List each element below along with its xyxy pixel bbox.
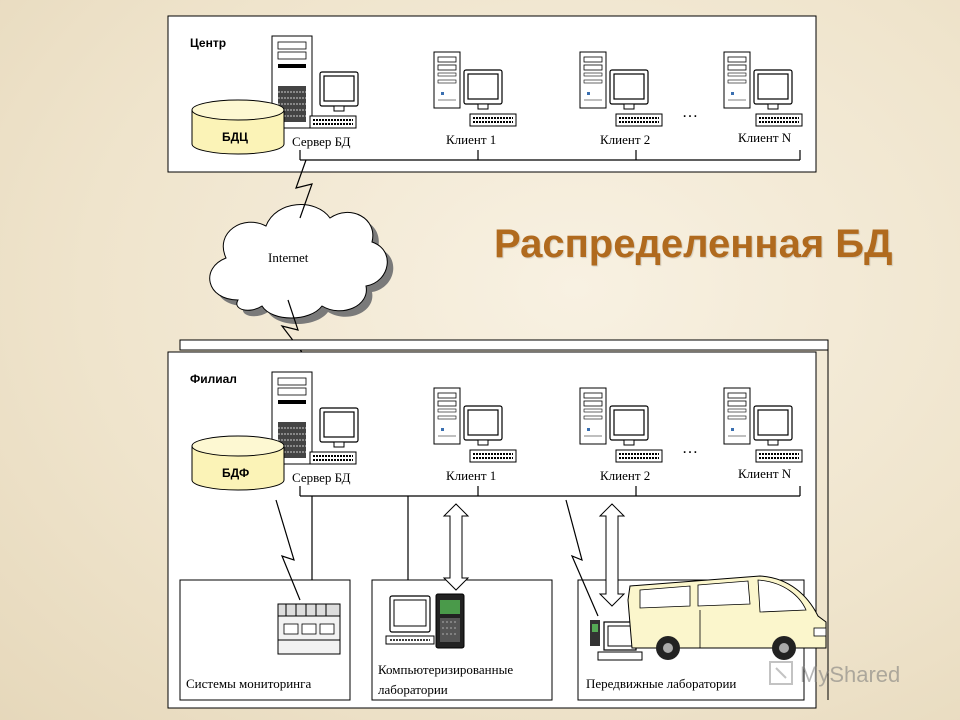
labs-data-arrow bbox=[442, 503, 470, 591]
monitoring-device-icon bbox=[277, 603, 341, 655]
branch-panel-shadow bbox=[179, 339, 829, 351]
van-icon bbox=[627, 575, 827, 660]
center-label: Центр bbox=[190, 36, 227, 50]
mobile-labs-label: Передвижные лаборатории bbox=[586, 676, 737, 691]
link-branch-monitoring bbox=[275, 499, 301, 601]
branch-label: Филиал bbox=[190, 372, 237, 386]
lab-computer-icon bbox=[385, 593, 465, 649]
center-client-n-label: Клиент N bbox=[738, 130, 792, 145]
link-branch-mobile bbox=[565, 499, 599, 617]
center-db-icon bbox=[191, 99, 285, 155]
branch-ellipsis: … bbox=[682, 440, 698, 457]
branch-db-label: БДФ bbox=[222, 466, 250, 480]
labs-label-line2: лаборатории bbox=[378, 682, 448, 697]
center-network-bus bbox=[299, 150, 801, 161]
watermark-logo-icon bbox=[769, 661, 793, 685]
monitoring-label: Системы мониторинга bbox=[186, 676, 312, 691]
center-client-1-label: Клиент 1 bbox=[446, 132, 497, 147]
watermark: MyShared bbox=[800, 662, 901, 687]
internet-cloud bbox=[209, 204, 394, 324]
internet-label: Internet bbox=[268, 250, 309, 265]
branch-client-2-label: Клиент 2 bbox=[600, 468, 651, 483]
center-ellipsis: … bbox=[682, 104, 698, 121]
link-center-internet bbox=[295, 159, 313, 219]
center-server-label: Сервер БД bbox=[292, 134, 351, 149]
branch-client-n-label: Клиент N bbox=[738, 466, 792, 481]
center-db-label: БДЦ bbox=[222, 130, 248, 144]
branch-network-bus bbox=[299, 486, 801, 596]
center-client-2-label: Клиент 2 bbox=[600, 132, 651, 147]
page-title: Распределенная БД bbox=[494, 222, 893, 266]
branch-server-label: Сервер БД bbox=[292, 470, 351, 485]
labs-label-line1: Компьютеризированные bbox=[378, 662, 514, 677]
branch-client-1-label: Клиент 1 bbox=[446, 468, 497, 483]
mobile-data-arrow bbox=[598, 503, 626, 607]
branch-db-icon bbox=[191, 435, 285, 491]
